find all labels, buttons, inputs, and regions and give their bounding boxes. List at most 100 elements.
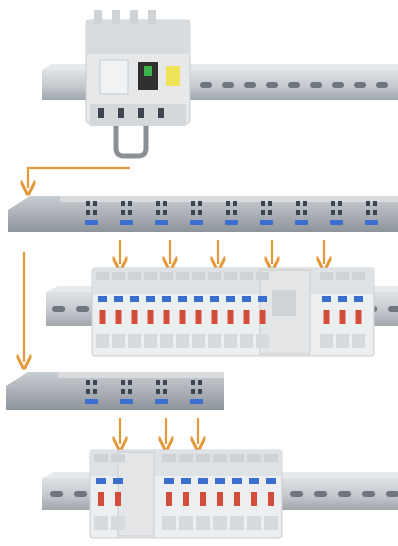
terminal-hole	[303, 210, 307, 215]
module-bottom-terminal	[264, 516, 278, 530]
module-red-handle	[251, 492, 257, 506]
module-top-terminal	[247, 454, 261, 462]
blue-tab	[120, 399, 133, 404]
module-top-terminal	[192, 272, 205, 280]
module-red-handle	[339, 310, 346, 324]
module-blue-label	[98, 296, 107, 302]
module-blue-label	[194, 296, 203, 302]
module-blue-label	[178, 296, 187, 302]
module-top-terminal	[256, 272, 269, 280]
terminal-hole	[261, 210, 265, 215]
terminal-hole	[163, 389, 167, 394]
terminal-hole	[86, 201, 90, 206]
module-top-terminal	[208, 272, 221, 280]
flow-arrows-row-2	[120, 418, 198, 444]
module-blue-label	[266, 478, 276, 484]
module-bottom-terminal	[247, 516, 261, 530]
busbar-short-terminals	[85, 380, 203, 404]
top-rail-slots	[200, 82, 389, 88]
terminal-hole	[233, 201, 237, 206]
module-bottom-terminal	[196, 516, 210, 530]
blue-tab	[330, 220, 343, 225]
module-blue-label	[181, 478, 191, 484]
terminal-hole	[163, 380, 167, 385]
status-window	[144, 66, 152, 76]
terminal-hole	[156, 380, 160, 385]
module-blue-label	[232, 478, 242, 484]
terminal-hole	[366, 210, 370, 215]
terminal-hole	[373, 210, 377, 215]
module-bottom-terminal	[208, 334, 221, 348]
terminal-hole	[93, 201, 97, 206]
terminal-hole	[163, 201, 167, 206]
blue-tab	[85, 399, 98, 404]
module-red-handle	[166, 492, 172, 506]
terminal-hole	[121, 201, 125, 206]
module-red-handle	[217, 492, 223, 506]
module-top-terminal	[336, 272, 349, 280]
module-bottom-terminal	[192, 334, 205, 348]
blue-tab	[120, 220, 133, 225]
terminal-hole	[86, 380, 90, 385]
module-blue-label	[96, 478, 106, 484]
busbar-long-terminals	[85, 201, 378, 225]
module-blue-label	[164, 478, 174, 484]
module-red-handle	[200, 492, 206, 506]
module-top-terminal	[162, 454, 176, 462]
module-blue-label	[130, 296, 139, 302]
module-top-terminal	[144, 272, 157, 280]
module-top-terminal	[224, 272, 237, 280]
blue-tab	[225, 220, 238, 225]
terminal-hole	[268, 210, 272, 215]
module-bottom-terminal	[240, 334, 253, 348]
terminal-hole	[226, 201, 230, 206]
terminal-hole	[198, 201, 202, 206]
terminal-hole	[121, 389, 125, 394]
rail-slot	[332, 82, 345, 88]
terminal-hole	[191, 389, 195, 394]
middle-breaker-modules	[96, 272, 365, 348]
terminal-hole	[121, 380, 125, 385]
rail-slot	[222, 82, 235, 88]
terminal-hole	[226, 210, 230, 215]
module-top-terminal	[179, 454, 193, 462]
module-top-terminal	[160, 272, 173, 280]
terminal-hole	[93, 210, 97, 215]
module-red-handle	[115, 310, 122, 324]
module-blue-label	[146, 296, 155, 302]
rail-slot	[362, 491, 376, 497]
module-red-handle	[99, 310, 106, 324]
blue-tab	[365, 220, 378, 225]
terminal-hole	[268, 201, 272, 206]
module-top-terminal	[176, 272, 189, 280]
module-blue-label	[338, 296, 347, 302]
module-blue-label	[162, 296, 171, 302]
module-bottom-terminal	[112, 334, 125, 348]
module-red-handle	[131, 310, 138, 324]
module-bottom-terminal	[160, 334, 173, 348]
module-red-handle	[183, 492, 189, 506]
module-bottom-terminal	[179, 516, 193, 530]
module-blue-label	[210, 296, 219, 302]
terminal-hole	[338, 210, 342, 215]
module-bottom-terminal	[111, 516, 125, 530]
bottom-breaker-modules	[94, 454, 278, 530]
terminal-hole	[86, 210, 90, 215]
rail-slot	[288, 82, 301, 88]
blue-tab	[190, 399, 203, 404]
module-top-terminal	[352, 272, 365, 280]
module-bottom-terminal	[144, 334, 157, 348]
module-bottom-terminal	[94, 516, 108, 530]
module-red-handle	[355, 310, 362, 324]
terminal-hole	[191, 210, 195, 215]
terminal-hole	[198, 389, 202, 394]
terminal-hole	[338, 201, 342, 206]
terminal-hole	[191, 380, 195, 385]
module-red-handle	[179, 310, 186, 324]
rail-slot	[244, 82, 257, 88]
module-red-handle	[147, 310, 154, 324]
flow-arrow-1	[28, 166, 130, 188]
module-red-handle	[195, 310, 202, 324]
module-blue-label	[198, 478, 208, 484]
terminal-hole	[331, 201, 335, 206]
